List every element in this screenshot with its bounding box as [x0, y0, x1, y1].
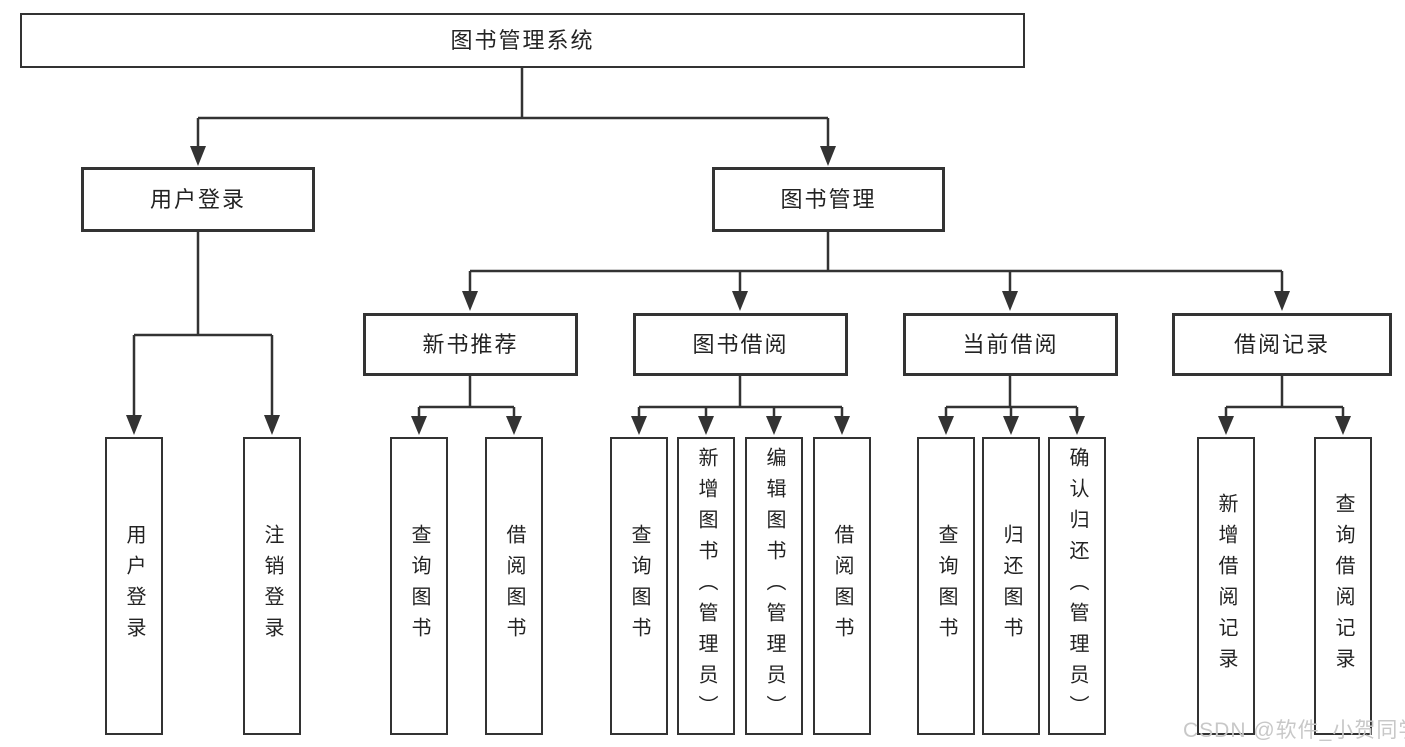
arrowhead — [732, 291, 748, 311]
edge-book-borrow-to-leaves — [631, 376, 850, 435]
arrowhead — [506, 416, 522, 435]
arrowhead — [1002, 291, 1018, 311]
leaf-query-books-borrow: 查询图书 — [610, 437, 668, 735]
leaf-label: 查询借阅记录 — [1332, 493, 1354, 679]
node-borrow-records: 借阅记录 — [1172, 313, 1392, 376]
node-label: 图书借阅 — [692, 331, 789, 357]
leaf-confirm-return-admin: 确认归还（管理员） — [1048, 437, 1106, 735]
leaf-add-books-admin: 新增图书（管理员） — [677, 437, 735, 735]
node-label: 图书管理 — [780, 186, 877, 212]
arrowhead — [1003, 416, 1019, 435]
node-label: 图书管理系统 — [450, 27, 595, 53]
arrowhead — [126, 415, 142, 435]
leaf-borrow-books-recommend: 借阅图书 — [485, 437, 543, 735]
leaf-label: 查询图书 — [628, 524, 650, 648]
leaf-label: 借阅图书 — [503, 524, 525, 648]
node-root-library-system: 图书管理系统 — [20, 13, 1025, 68]
leaf-edit-books-admin: 编辑图书（管理员） — [745, 437, 803, 735]
arrowhead — [834, 416, 850, 435]
edge-current-borrow-to-leaves — [938, 376, 1085, 435]
leaf-borrow-books-borrow: 借阅图书 — [813, 437, 871, 735]
arrowhead — [1069, 416, 1085, 435]
leaf-query-books-recommend: 查询图书 — [390, 437, 448, 735]
leaf-query-books-current: 查询图书 — [917, 437, 975, 735]
leaf-query-borrow-record: 查询借阅记录 — [1314, 437, 1372, 735]
edge-book-management-to-level3 — [462, 232, 1290, 311]
csdn-watermark: CSDN @软件_小贺同学 — [1183, 719, 1405, 742]
leaf-label: 归还图书 — [1000, 524, 1022, 648]
arrowhead — [264, 415, 280, 435]
leaf-label: 注销登录 — [261, 524, 283, 648]
leaf-label: 查询图书 — [935, 524, 957, 648]
node-user-login: 用户登录 — [81, 167, 315, 232]
node-label: 新书推荐 — [422, 331, 519, 357]
node-label: 用户登录 — [149, 186, 246, 212]
arrowhead — [1274, 291, 1290, 311]
arrowhead — [820, 146, 836, 166]
leaf-label: 新增借阅记录 — [1215, 493, 1237, 679]
arrowhead — [631, 416, 647, 435]
arrowhead — [190, 146, 206, 166]
leaf-return-books: 归还图书 — [982, 437, 1040, 735]
node-new-book-recommend: 新书推荐 — [363, 313, 578, 376]
arrowhead — [766, 416, 782, 435]
arrowhead — [938, 416, 954, 435]
node-label: 当前借阅 — [962, 331, 1059, 357]
leaf-label: 新增图书（管理员） — [695, 446, 717, 726]
arrowhead — [698, 416, 714, 435]
edge-user-login-to-leaves — [126, 232, 280, 435]
leaf-label: 借阅图书 — [831, 524, 853, 648]
arrowhead — [1218, 416, 1234, 435]
arrowhead — [411, 416, 427, 435]
node-book-borrow: 图书借阅 — [633, 313, 848, 376]
arrowhead — [462, 291, 478, 311]
leaf-label: 确认归还（管理员） — [1066, 446, 1088, 726]
leaf-user-login: 用户登录 — [105, 437, 163, 735]
node-book-management: 图书管理 — [712, 167, 945, 232]
node-current-borrow: 当前借阅 — [903, 313, 1118, 376]
edge-new-book-recommend-to-leaves — [411, 376, 522, 435]
leaf-logout-login: 注销登录 — [243, 437, 301, 735]
arrowhead — [1335, 416, 1351, 435]
leaf-label: 编辑图书（管理员） — [763, 446, 785, 726]
leaf-label: 用户登录 — [123, 524, 145, 648]
edge-borrow-records-to-leaves — [1218, 376, 1351, 435]
leaf-add-borrow-record: 新增借阅记录 — [1197, 437, 1255, 735]
leaf-label: 查询图书 — [408, 524, 430, 648]
edge-root-to-level2 — [190, 68, 836, 166]
node-label: 借阅记录 — [1233, 331, 1330, 357]
